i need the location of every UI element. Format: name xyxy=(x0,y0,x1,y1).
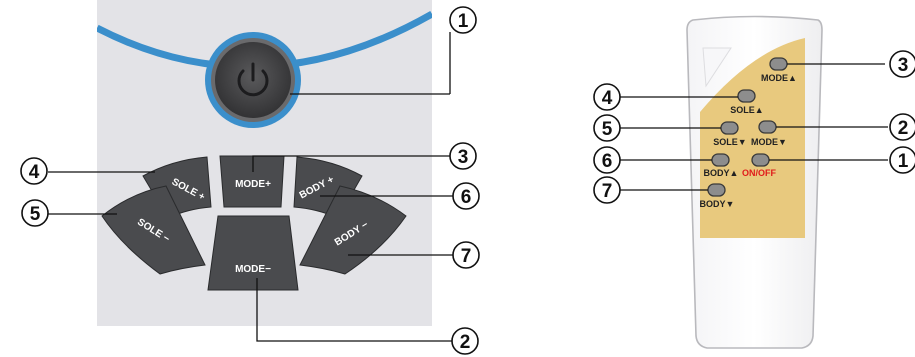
remote-mode-up-label: MODE▲ xyxy=(761,73,797,83)
remote-sole-up-button[interactable] xyxy=(737,89,756,103)
svg-text:5: 5 xyxy=(30,204,41,225)
callout-5: 5 xyxy=(21,199,49,227)
svg-text:7: 7 xyxy=(602,181,613,202)
power-icon xyxy=(237,62,269,97)
sole-down-button[interactable] xyxy=(101,185,206,275)
svg-text:1: 1 xyxy=(898,151,909,172)
remote-body-up-button[interactable] xyxy=(711,153,730,167)
remote-callout-5: 5 xyxy=(593,114,621,142)
remote-highlight xyxy=(702,47,732,88)
svg-text:2: 2 xyxy=(898,118,909,139)
remote-control: MODE▲ SOLE▲ SOLE▼ MODE▼ BODY▲ ON/OFF BOD… xyxy=(686,15,823,349)
remote-callout-2: 2 xyxy=(889,113,915,141)
mode-down-button[interactable] xyxy=(207,215,299,291)
remote-callout-1: 1 xyxy=(889,146,915,174)
remote-on-off-label: ON/OFF xyxy=(742,168,776,178)
remote-on-off-button[interactable] xyxy=(751,153,770,167)
remote-mode-up-button[interactable] xyxy=(769,57,788,71)
mode-up-label: MODE+ xyxy=(235,179,271,190)
svg-text:2: 2 xyxy=(460,332,471,353)
callout-4: 4 xyxy=(20,157,48,185)
svg-text:6: 6 xyxy=(461,187,472,208)
svg-text:4: 4 xyxy=(602,88,613,109)
remote-mode-down-label: MODE▼ xyxy=(751,137,787,147)
callout-1: 1 xyxy=(449,6,477,34)
remote-callout-7: 7 xyxy=(593,176,621,204)
svg-text:1: 1 xyxy=(458,11,469,32)
remote-mode-down-button[interactable] xyxy=(758,120,777,134)
power-button[interactable] xyxy=(205,32,301,128)
remote-callout-4: 4 xyxy=(593,83,621,111)
control-panel: SOLE + MODE+ BODY + SOLE − MODE− BODY − xyxy=(97,0,432,326)
svg-text:3: 3 xyxy=(458,147,469,168)
remote-sole-up-label: SOLE▲ xyxy=(730,105,763,115)
callout-6: 6 xyxy=(452,182,480,210)
remote-body-down-label: BODY▼ xyxy=(700,199,735,209)
panel-leader-lines xyxy=(48,32,453,342)
callout-2: 2 xyxy=(451,327,479,355)
remote-body-down-button[interactable] xyxy=(707,183,726,197)
remote-sole-down-label: SOLE▼ xyxy=(713,137,746,147)
remote-callout-6: 6 xyxy=(593,146,621,174)
svg-text:5: 5 xyxy=(602,119,613,140)
remote-body-up-label: BODY▲ xyxy=(704,168,739,178)
remote-label-panel xyxy=(700,38,805,238)
callout-7: 7 xyxy=(452,241,480,269)
body-down-button[interactable] xyxy=(299,185,407,275)
callout-3: 3 xyxy=(449,142,477,170)
remote-sole-down-button[interactable] xyxy=(720,121,739,135)
remote-leader-lines xyxy=(618,63,888,191)
svg-text:7: 7 xyxy=(461,246,472,267)
svg-text:4: 4 xyxy=(29,162,40,183)
svg-text:6: 6 xyxy=(602,151,613,172)
mode-down-label: MODE− xyxy=(235,264,271,275)
svg-text:3: 3 xyxy=(898,55,909,76)
remote-callout-3: 3 xyxy=(889,50,915,78)
